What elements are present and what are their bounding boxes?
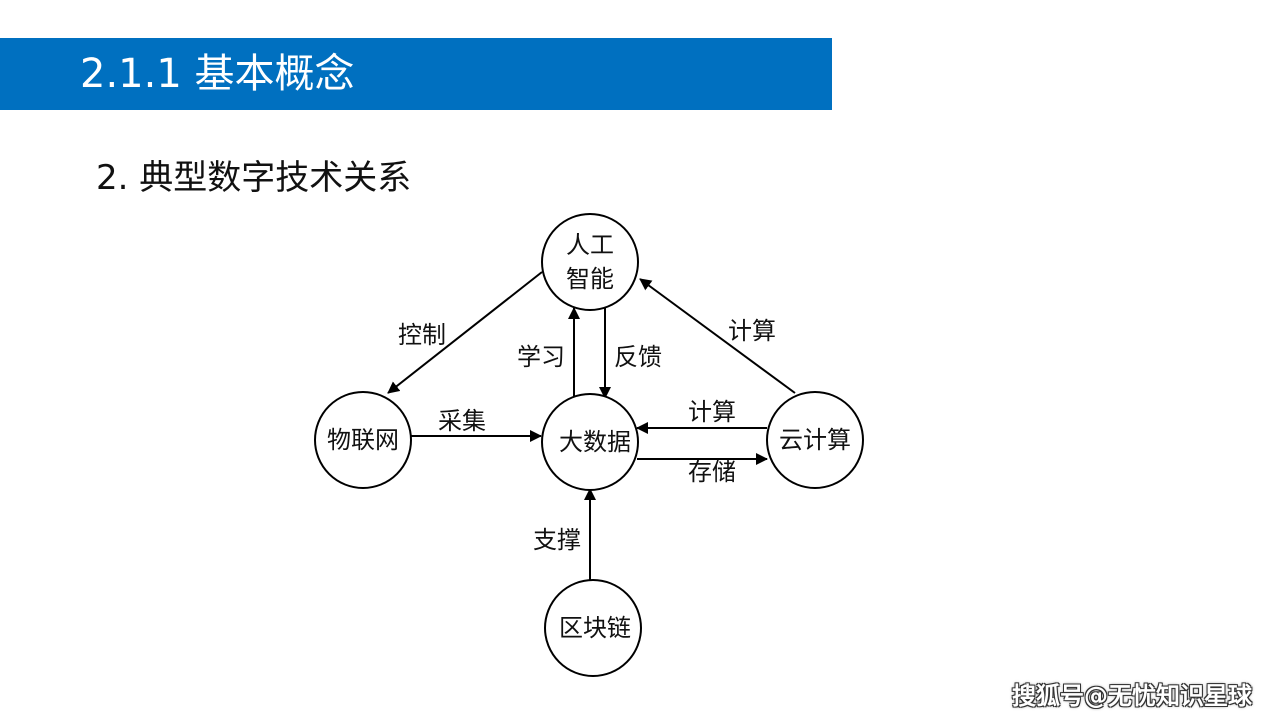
edge-label-cloud-ai: 计算 — [728, 317, 776, 345]
title-bar: 2.1.1 基本概念 — [0, 38, 832, 110]
node-blockchain: 区块链 — [544, 579, 642, 677]
node-blockchain-label: 区块链 — [559, 614, 631, 642]
node-cloud: 云计算 — [766, 391, 864, 489]
node-bigdata: 大数据 — [541, 393, 639, 491]
edge-ai-to-iot — [387, 271, 543, 394]
edge-cloud-to-ai — [639, 278, 796, 394]
node-iot-label: 物联网 — [327, 426, 399, 454]
edge-label-cloud-bigdata: 计算 — [688, 398, 736, 426]
watermark: 搜狐号@无忧知识星球 — [1012, 682, 1252, 710]
edge-label-iot-bigdata: 采集 — [438, 407, 486, 435]
page-title: 2.1.1 基本概念 — [80, 51, 355, 97]
edge-label-ai-iot: 控制 — [398, 321, 446, 349]
node-cloud-label: 云计算 — [779, 426, 851, 454]
node-iot: 物联网 — [314, 391, 412, 489]
node-ai: 人工 智能 — [541, 213, 639, 311]
edge-label-bigdata-cloud: 存储 — [688, 458, 736, 486]
edge-label-ai-bigdata: 反馈 — [614, 343, 662, 371]
node-ai-label-line2: 智能 — [566, 265, 614, 293]
node-bigdata-label: 大数据 — [559, 428, 631, 456]
edge-label-blockchain-bigdata: 支撑 — [533, 526, 581, 554]
section-subtitle: 2. 典型数字技术关系 — [96, 158, 412, 198]
node-ai-label-line1: 人工 — [566, 231, 614, 259]
edge-label-bigdata-ai: 学习 — [517, 343, 565, 371]
